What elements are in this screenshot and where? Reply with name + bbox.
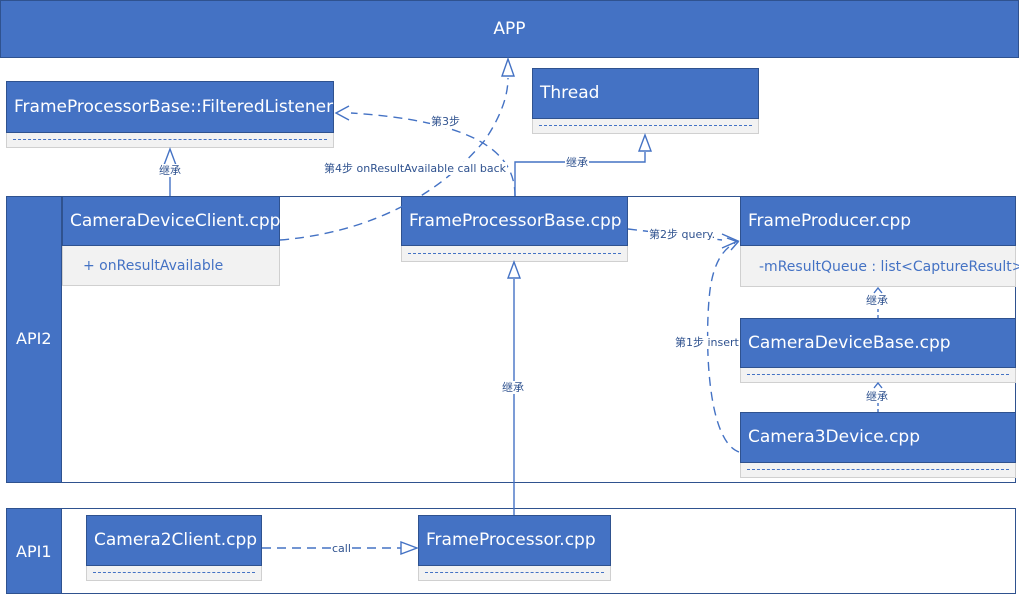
- app-title: APP: [493, 19, 526, 39]
- label-inherit-listener: 继承: [158, 164, 182, 177]
- call-arrow: [400, 540, 419, 556]
- class-camera3-device[interactable]: Camera3Device.cpp: [740, 412, 1016, 478]
- class-name: CameraDeviceClient.cpp: [70, 210, 281, 231]
- api2-label: API2: [16, 329, 52, 348]
- class-name: Camera2Client.cpp: [94, 530, 258, 550]
- inherit-arrow-thread: [637, 133, 653, 152]
- step1-arrow: [726, 237, 740, 251]
- label-inherit-producer: 继承: [865, 294, 889, 307]
- step3-line: [350, 112, 516, 197]
- inherit-arrow-producer: [873, 286, 883, 294]
- inherit-arrow-devicebase: [873, 381, 883, 389]
- class-frame-processor[interactable]: FrameProcessor.cpp: [418, 515, 611, 581]
- app-banner: APP: [0, 0, 1019, 58]
- class-thread[interactable]: Thread: [532, 68, 759, 134]
- class-camera2-client[interactable]: Camera2Client.cpp: [86, 515, 262, 581]
- class-name: FrameProcessorBase::FilteredListener: [14, 96, 334, 117]
- step3-arrow: [334, 105, 350, 121]
- label-inherit-device-base: 继承: [865, 390, 889, 403]
- step1-line: [706, 242, 740, 453]
- class-camera-device-base[interactable]: CameraDeviceBase.cpp: [740, 318, 1016, 383]
- inherit-arrow-listener: [162, 147, 178, 166]
- class-name: CameraDeviceBase.cpp: [748, 332, 951, 353]
- class-filtered-listener[interactable]: FrameProcessorBase::FilteredListener: [6, 81, 334, 148]
- inherit-arrow-base: [506, 260, 522, 279]
- class-member: + onResultAvailable: [83, 258, 224, 274]
- class-frame-processor-base[interactable]: FrameProcessorBase.cpp: [401, 196, 628, 262]
- class-frame-producer[interactable]: FrameProducer.cpp -mResultQueue : list<C…: [740, 196, 1019, 287]
- label-step4: 第4步 onResultAvailable call back: [323, 162, 508, 175]
- class-camera-device-client[interactable]: CameraDeviceClient.cpp + onResultAvailab…: [62, 196, 280, 286]
- class-name: Thread: [540, 83, 600, 103]
- class-name: FrameProcessor.cpp: [426, 530, 596, 550]
- label-step3: 第3步: [430, 115, 461, 128]
- api2-lane-header: API2: [6, 196, 62, 483]
- class-member: -mResultQueue : list<CaptureResult>: [759, 259, 1019, 275]
- label-step1: 第1步 insert: [674, 336, 740, 349]
- class-name: FrameProcessorBase.cpp: [409, 210, 622, 231]
- api1-label: API1: [16, 542, 52, 561]
- step4-line: [279, 77, 509, 241]
- label-step2: 第2步 query.: [648, 228, 717, 241]
- label-call: call: [331, 542, 352, 555]
- step2-arrow: [721, 233, 740, 249]
- class-name: Camera3Device.cpp: [748, 427, 921, 447]
- api1-lane-header: API1: [6, 508, 62, 594]
- label-inherit-base: 继承: [501, 381, 525, 394]
- class-name: FrameProducer.cpp: [748, 210, 912, 231]
- label-inherit-thread: 继承: [565, 156, 589, 169]
- step4-arrow: [501, 56, 515, 77]
